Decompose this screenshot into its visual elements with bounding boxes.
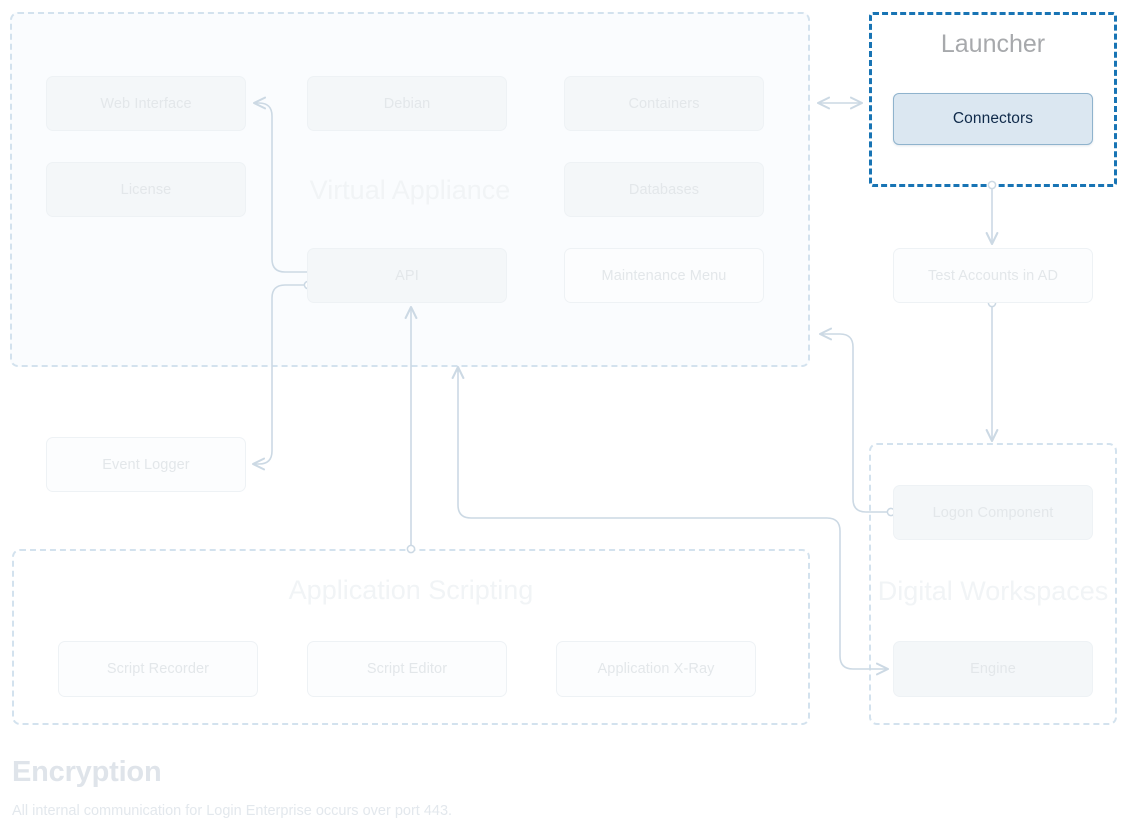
component-maintenance-menu[interactable]: Maintenance Menu (564, 248, 764, 303)
component-engine[interactable]: Engine (893, 641, 1093, 697)
component-connectors[interactable]: Connectors (893, 93, 1093, 145)
component-containers[interactable]: Containers (564, 76, 764, 131)
component-application-xray[interactable]: Application X-Ray (556, 641, 756, 697)
footer-heading: Encryption (12, 756, 162, 788)
component-script-editor[interactable]: Script Editor (307, 641, 507, 697)
component-test-accounts-in-ad[interactable]: Test Accounts in AD (893, 248, 1093, 303)
component-api[interactable]: API (307, 248, 507, 303)
link-connectors-to-test-accounts (988, 180, 995, 244)
component-web-interface[interactable]: Web Interface (46, 76, 246, 131)
group-application-scripting (12, 549, 810, 725)
component-event-logger[interactable]: Event Logger (46, 437, 246, 492)
component-debian[interactable]: Debian (307, 76, 507, 131)
component-script-recorder[interactable]: Script Recorder (58, 641, 258, 697)
footer-body-text: All internal communication for Login Ent… (12, 803, 453, 819)
component-logon-component[interactable]: Logon Component (893, 485, 1093, 540)
component-databases[interactable]: Databases (564, 162, 764, 217)
component-license[interactable]: License (46, 162, 246, 217)
link-test-accounts-to-digital-workspaces (988, 298, 995, 441)
